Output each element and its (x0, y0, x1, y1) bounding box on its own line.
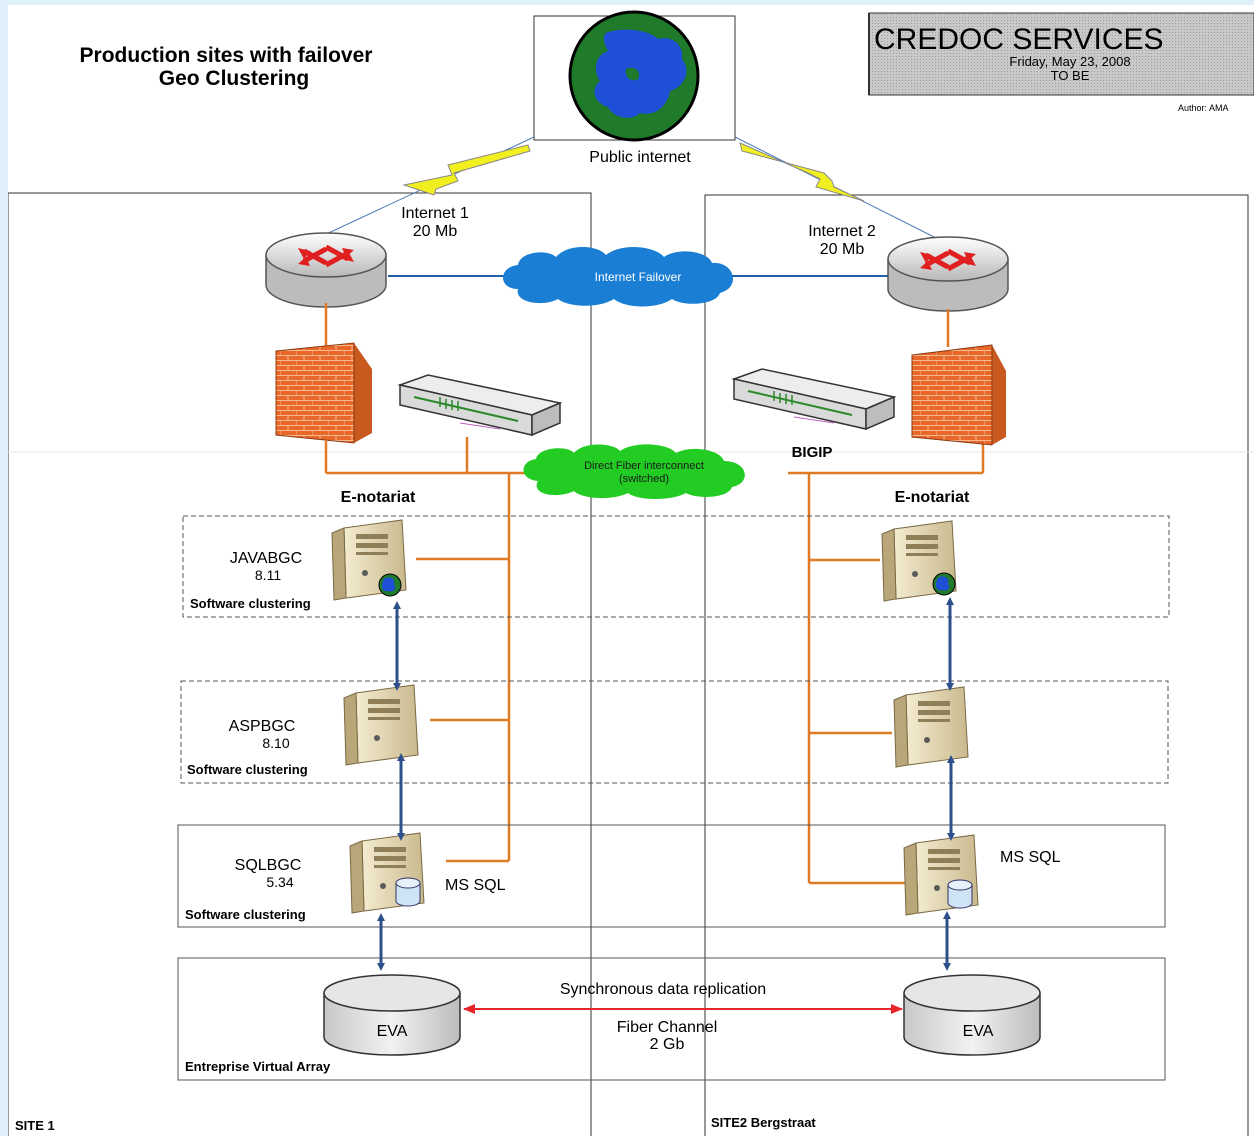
fiber-channel-label: Fiber Channel (617, 1019, 718, 1036)
firewall-right-icon (911, 344, 1006, 446)
eva-storage-left-icon (323, 974, 461, 1056)
storage-box (177, 957, 1166, 1081)
site1-panel (8, 192, 592, 1136)
cluster-link-arrows (377, 597, 955, 971)
site1-label: SITE 1 (15, 1118, 55, 1133)
router-left-icon (266, 233, 386, 307)
internet-failover-cloud-icon (503, 246, 734, 307)
diagram-title-line1: Production sites with failover (80, 44, 373, 67)
header-date: Friday, May 23, 2008 (1009, 54, 1130, 69)
direct-fiber-label-line1: Direct Fiber interconnect (584, 460, 704, 472)
java-cluster-box (182, 515, 1170, 618)
sql-server-name: SQLBGC (235, 857, 302, 874)
sql-cluster-box (177, 824, 1166, 928)
sql-server-version: 5.34 (266, 874, 293, 890)
enotariat-right-label: E-notariat (895, 489, 970, 506)
header-company: CREDOC SERVICES (874, 23, 1164, 56)
bigip-label: BIGIP (792, 444, 833, 461)
java-server-version: 8.11 (255, 567, 281, 583)
header-status: TO BE (1051, 68, 1090, 83)
web-globe-right-icon (932, 572, 956, 596)
storage-box-label: Entreprise Virtual Array (185, 1059, 331, 1074)
internet2-name: Internet 2 (808, 223, 876, 240)
header-box: CREDOC SERVICES Friday, May 23, 2008 TO … (868, 12, 1254, 113)
direct-fiber-cloud-icon (523, 444, 745, 499)
firewall-left-icon (275, 342, 372, 444)
internet2-speed: 20 Mb (820, 241, 865, 258)
java-server-name: JAVABGC (230, 550, 302, 567)
orange-network-lines (324, 303, 985, 885)
java-cluster-label: Software clustering (190, 596, 311, 611)
lightning-bolt-right-icon (734, 136, 947, 244)
site2-label: SITE2 Bergstraat (711, 1115, 816, 1130)
asp-cluster-label: Software clustering (187, 762, 308, 777)
replication-label: Synchronous data replication (560, 981, 766, 998)
network-diagram: CREDOC SERVICES Friday, May 23, 2008 TO … (8, 10, 1254, 1136)
database-right-icon (947, 879, 973, 909)
internet1-speed: 20 Mb (413, 223, 458, 240)
internet1-name: Internet 1 (401, 205, 469, 222)
eva-right-label: EVA (963, 1023, 994, 1040)
enotariat-left-label: E-notariat (341, 489, 416, 506)
diagram-title-line2: Geo Clustering (159, 67, 310, 90)
eva-left-label: EVA (377, 1023, 408, 1040)
sql-cluster-label: Software clustering (185, 907, 306, 922)
eva-storage-right-icon (903, 974, 1041, 1056)
public-internet-label: Public internet (589, 149, 691, 166)
database-left-icon (395, 877, 421, 907)
lightning-bolt-left-icon (319, 136, 535, 238)
header-author: Author: AMA (1178, 103, 1229, 113)
globe-drawing (568, 10, 700, 142)
site2-panel (704, 194, 1249, 1136)
internet-failover-label: Internet Failover (595, 270, 682, 284)
web-globe-left-icon (378, 573, 402, 597)
asp-server-left-icon (343, 684, 419, 766)
asp-server-right-icon (893, 686, 969, 768)
router-right-icon (888, 237, 1008, 311)
ms-sql-left-label: MS SQL (445, 877, 506, 894)
load-balancer-left-icon (399, 374, 561, 436)
ms-sql-right-label: MS SQL (1000, 849, 1061, 866)
direct-fiber-label-line2: (switched) (619, 473, 669, 485)
load-balancer-right-icon (733, 368, 895, 430)
diagram-page: CREDOC SERVICES Friday, May 23, 2008 TO … (8, 5, 1254, 1136)
fiber-channel-speed: 2 Gb (650, 1036, 685, 1053)
asp-cluster-box (180, 680, 1169, 784)
asp-server-version: 8.10 (262, 735, 289, 751)
asp-server-name: ASPBGC (229, 718, 296, 735)
